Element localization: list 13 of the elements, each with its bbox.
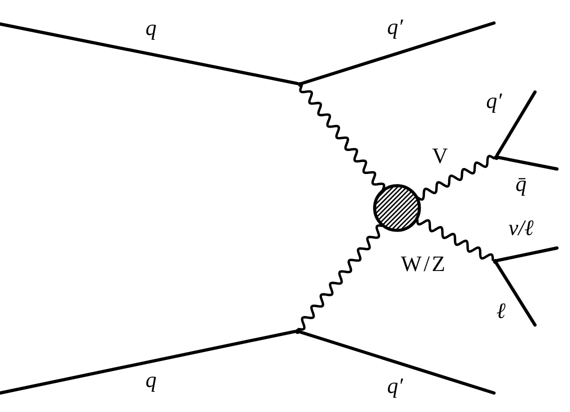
- particle-line: [496, 90, 537, 156]
- particle-line: [300, 21, 496, 85]
- hatched-blob: [373, 184, 421, 232]
- particle-line: [0, 22, 300, 86]
- wavy-boson-line: [299, 84, 386, 192]
- particle-line: [0, 330, 296, 395]
- particle-line: [496, 246, 559, 262]
- particle-line: [494, 262, 537, 327]
- wavy-boson-line: [416, 218, 494, 261]
- particle-line: [496, 156, 559, 171]
- particle-line: [298, 330, 496, 395]
- wavy-boson-line: [297, 224, 384, 331]
- wavy-boson-line: [416, 154, 495, 201]
